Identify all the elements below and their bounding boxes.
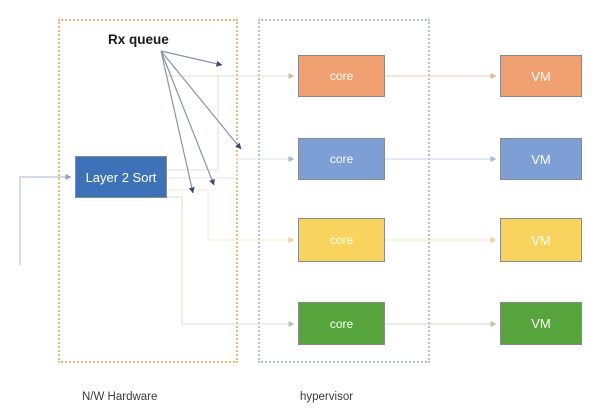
rx-queue-pointer-4 [160,50,195,194]
vm-label-3: VM [531,232,551,248]
vm-label-2: VM [531,151,551,167]
core-label-3: core [329,233,354,247]
nw-hardware-zone [58,19,238,363]
queue-connector-3 [167,189,295,243]
rx-queue-pointer-3 [160,50,215,186]
core-box-1[interactable]: core [298,55,385,97]
vm-box-2[interactable]: VM [500,138,582,180]
core-label-4: core [329,316,354,331]
core-box-3[interactable]: core [298,218,385,262]
layer2-sort-label: Layer 2 Sort [85,169,157,185]
vm-label-4: VM [531,316,551,331]
vm-box-3[interactable]: VM [500,218,582,262]
layer2-sort-box[interactable]: Layer 2 Sort [75,156,167,198]
queue-connector-2 [167,156,295,179]
vm-label-1: VM [531,68,551,84]
core-box-2[interactable]: core [298,138,385,180]
ingress-connector [19,174,72,265]
vm-box-4[interactable]: VM [500,302,582,345]
queue-riser-1 [167,76,219,171]
nw-hardware-caption: N/W Hardware [82,391,158,403]
hypervisor-zone [258,19,430,363]
rx-queue-pointer-1 [160,50,223,67]
core-box-4[interactable]: core [298,302,385,345]
vm-box-1[interactable]: VM [500,55,582,97]
hypervisor-caption: hypervisor [300,391,354,403]
core-label-1: core [329,69,354,83]
rx-queue-label: Rx queue [108,32,169,47]
rx-queue-pointer-2 [160,50,242,150]
core-label-2: core [329,152,354,166]
queue-connector-4 [167,196,295,327]
